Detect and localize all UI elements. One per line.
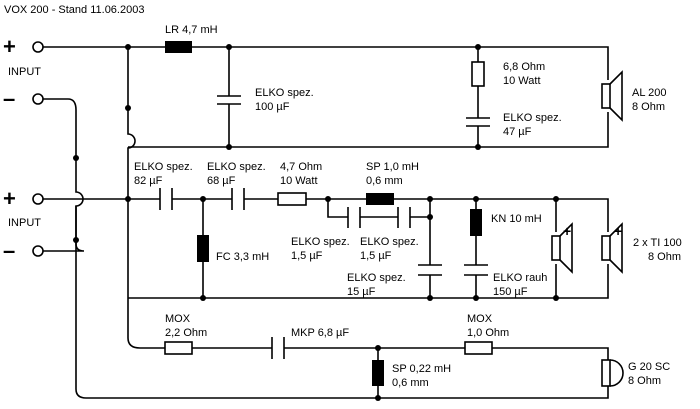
bass-speaker: AL 200 8 Ohm xyxy=(601,70,666,122)
bass-cap2-value: 47 µF xyxy=(503,126,532,138)
bass-coil-label: LR 4,7 mH xyxy=(165,24,218,36)
mid-fc-label: FC 3,3 mH xyxy=(216,251,269,263)
input-bottom-minus-sign: – xyxy=(3,238,15,263)
mid-r-value: 4,7 Ohm xyxy=(280,161,322,173)
bass-coil-lr: LR 4,7 mH xyxy=(165,24,218,53)
high-resistor-1-0: MOX 1,0 Ohm xyxy=(464,313,509,355)
input-top-terminals: + INPUT – xyxy=(3,34,44,111)
bass-cap-value: 100 µF xyxy=(255,101,290,113)
mid-sp-wire: 0,6 mm xyxy=(366,175,403,187)
input-top-minus-sign: – xyxy=(3,86,15,111)
bass-speaker-name: AL 200 xyxy=(632,87,666,99)
input-top-minus-terminal xyxy=(32,93,44,105)
mid-c4-name: ELKO spez. xyxy=(360,236,419,248)
high-resistor-2-2: MOX 2,2 Ohm xyxy=(164,313,207,355)
input-bottom-minus-terminal xyxy=(32,245,44,257)
bass-cap2-name: ELKO spez. xyxy=(503,112,562,124)
mid-speaker-name: 2 x TI 100 xyxy=(633,237,682,249)
high-cap-label: MKP 6,8 µF xyxy=(291,327,349,339)
input-top-plus-sign: + xyxy=(3,34,16,59)
bass-res-power: 10 Watt xyxy=(503,75,541,87)
mid-capacitor-82: ELKO spez. 82 µF xyxy=(134,161,193,210)
mid-c3-name: ELKO spez. xyxy=(291,236,350,248)
bass-capacitor-47: ELKO spez. 47 µF xyxy=(466,112,562,138)
high-capacitor-mkp: MKP 6,8 µF xyxy=(271,327,349,359)
mid-coil-fc: FC 3,3 mH xyxy=(197,235,269,263)
high-r1-name: MOX xyxy=(165,313,191,325)
mid-speaker-imp: 8 Ohm xyxy=(648,251,681,263)
high-speaker-imp: 8 Ohm xyxy=(628,375,661,387)
schematic-title: VOX 200 - Stand 11.06.2003 xyxy=(4,4,144,16)
mid-c6-name: ELKO rauh xyxy=(493,272,547,284)
mid-c2-name: ELKO spez. xyxy=(207,161,266,173)
mid-polarity-speaker: + xyxy=(551,222,573,274)
mid-c6-value: 150 µF xyxy=(493,286,528,298)
bass-capacitor-100: ELKO spez. 100 µF xyxy=(217,87,314,113)
mid-c5-value: 15 µF xyxy=(347,286,376,298)
mid-c3-value: 1,5 µF xyxy=(291,250,323,262)
mid-coil-sp: SP 1,0 mH 0,6 mm xyxy=(366,161,419,205)
mid-c4-value: 1,5 µF xyxy=(360,250,392,262)
input-bottom-label: INPUT xyxy=(8,217,41,229)
high-r2-value: 1,0 Ohm xyxy=(467,327,509,339)
mid-resistor: 4,7 Ohm 10 Watt xyxy=(277,161,322,206)
high-sp-name: SP 0,22 mH xyxy=(392,363,451,375)
mid-coil-kn: KN 10 mH xyxy=(470,209,542,236)
input-top-plus-terminal xyxy=(32,41,44,53)
bass-resistor: 6,8 Ohm 10 Watt xyxy=(471,61,545,87)
mid-speaker-plus-sign: + xyxy=(614,223,622,239)
bass-res-value: 6,8 Ohm xyxy=(503,61,545,73)
input-top-label: INPUT xyxy=(8,66,41,78)
mid-r-power: 10 Watt xyxy=(280,175,318,187)
input-bottom-plus-terminal xyxy=(32,193,44,205)
high-speaker-name: G 20 SC xyxy=(628,361,670,373)
mid-c5-name: ELKO spez. xyxy=(347,272,406,284)
mid-speaker: + 2 x TI 100 8 Ohm xyxy=(601,222,682,274)
mid-c1-name: ELKO spez. xyxy=(134,161,193,173)
mid-capacitor-68: ELKO spez. 68 µF xyxy=(207,161,266,210)
bass-speaker-imp: 8 Ohm xyxy=(632,101,665,113)
mid-capacitor-1-5-b: ELKO spez. 1,5 µF xyxy=(360,207,419,262)
high-coil-sp: SP 0,22 mH 0,6 mm xyxy=(372,360,451,389)
junction-dots xyxy=(73,44,559,401)
mid-c2-value: 68 µF xyxy=(207,175,236,187)
mid-kn-label: KN 10 mH xyxy=(491,213,542,225)
mid-capacitor-1-5-a: ELKO spez. 1,5 µF xyxy=(291,207,361,262)
input-bottom-terminals: + INPUT – xyxy=(3,186,44,263)
high-tweeter: G 20 SC 8 Ohm xyxy=(601,359,670,387)
input-bottom-plus-sign: + xyxy=(3,186,16,211)
mid-c1-value: 82 µF xyxy=(134,175,163,187)
bass-cap-name: ELKO spez. xyxy=(255,87,314,99)
mid-polarity-sign: + xyxy=(563,223,571,239)
high-sp-wire: 0,6 mm xyxy=(392,377,429,389)
mid-sp-name: SP 1,0 mH xyxy=(366,161,419,173)
high-r1-value: 2,2 Ohm xyxy=(165,327,207,339)
high-r2-name: MOX xyxy=(467,313,493,325)
mid-capacitor-150: ELKO rauh 150 µF xyxy=(464,264,547,298)
mid-capacitor-15: ELKO spez. 15 µF xyxy=(347,264,442,298)
